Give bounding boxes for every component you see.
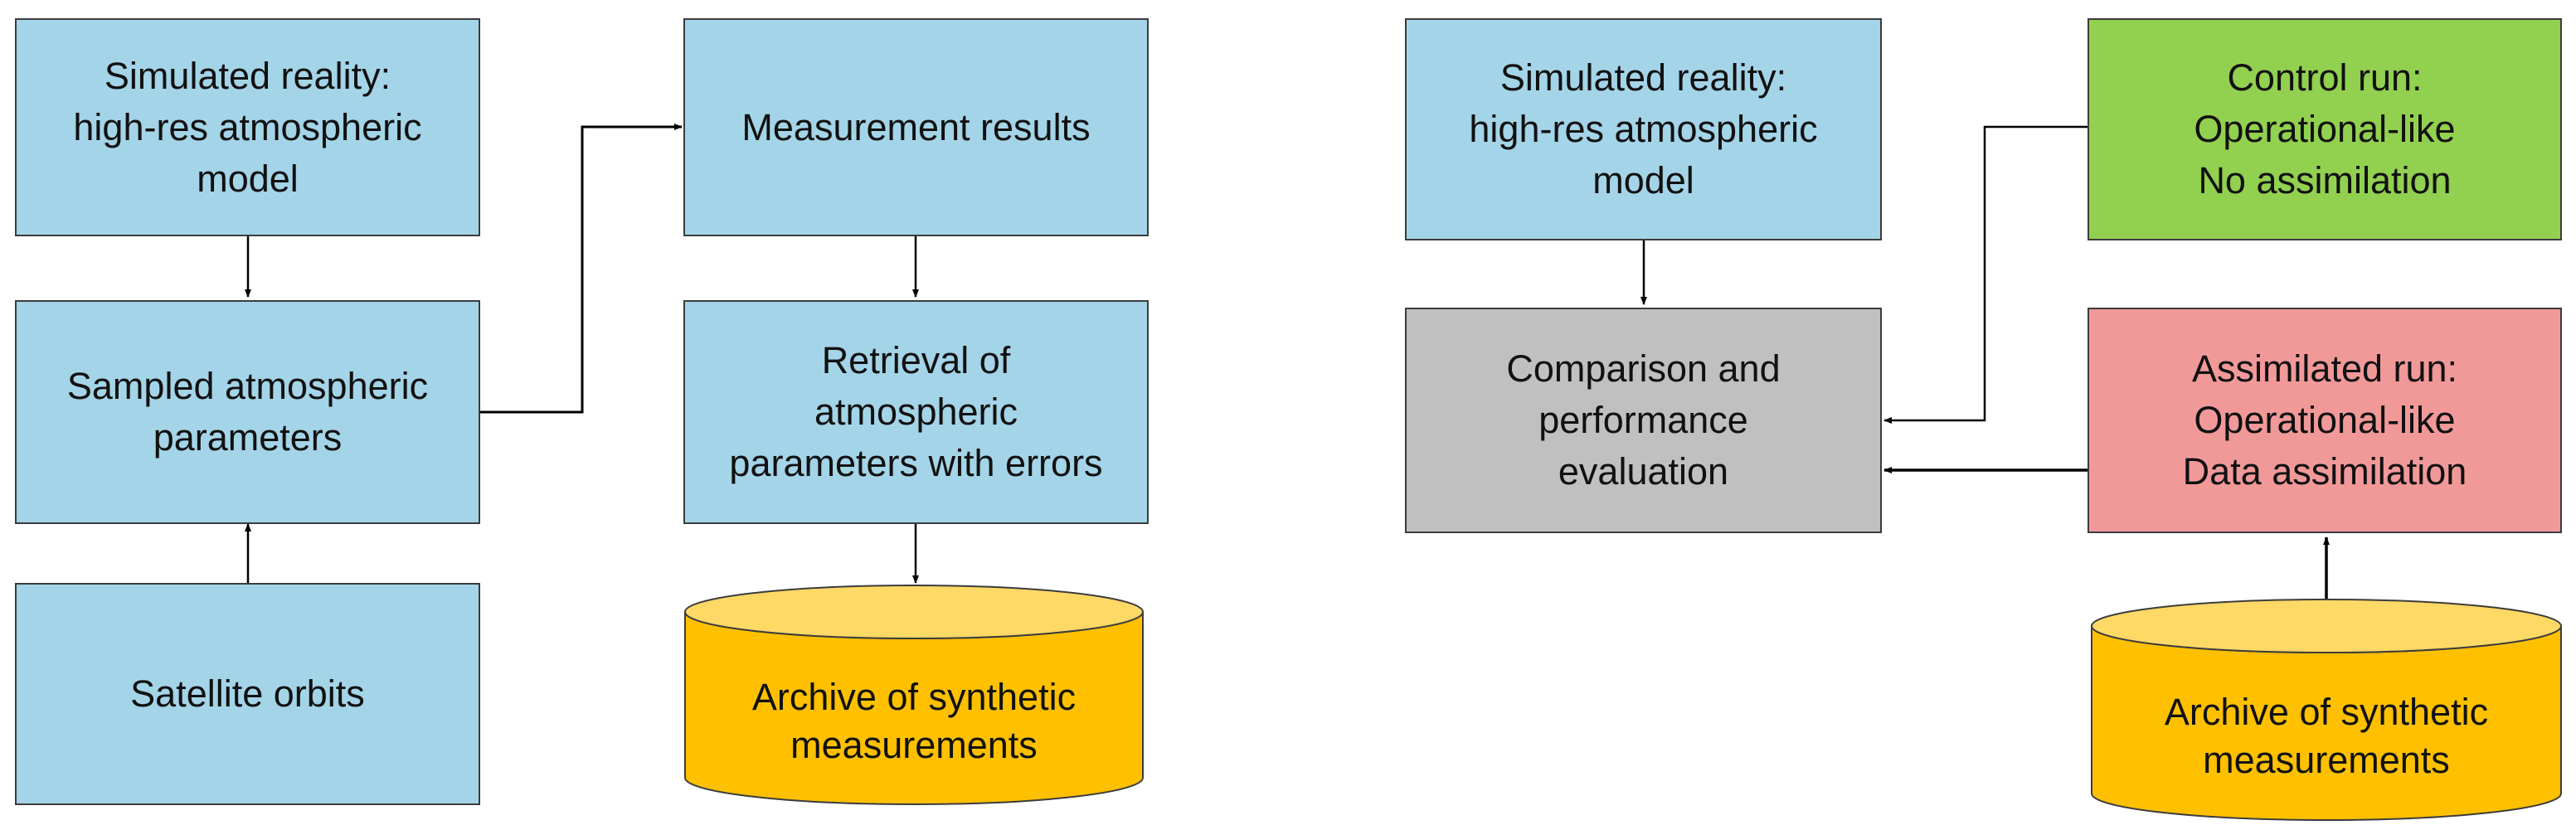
satellite-orbits-label: Satellite orbits: [130, 672, 365, 715]
box-measurement-results: Measurement results: [683, 18, 1149, 236]
assimilated-run-label: Assimilated run: Operational-like Data a…: [2182, 347, 2467, 493]
box-sampled-parameters: Sampled atmospheric parameters: [15, 300, 480, 524]
box-simulated-reality-left: Simulated reality: high-res atmospheric …: [15, 18, 480, 236]
archive-cylinder-left-top: [684, 585, 1144, 639]
measurement-results-label: Measurement results: [741, 105, 1091, 148]
archive-cylinder-right: [2091, 599, 2562, 821]
sampled-parameters-label: Sampled atmospheric parameters: [66, 365, 429, 459]
archive-cylinder-right-top: [2091, 599, 2562, 653]
box-control-run: Control run: Operational-like No assimil…: [2088, 18, 2562, 240]
box-comparison: Comparison and performance evaluation: [1405, 308, 1882, 533]
box-simulated-reality-right: Simulated reality: high-res atmospheric …: [1405, 18, 1882, 240]
archive-left-label: Archive of synthetic measurements: [751, 676, 1077, 766]
archive-right-label: Archive of synthetic measurements: [2164, 691, 2489, 781]
simulated-reality-right-label: Simulated reality: high-res atmospheric …: [1469, 56, 1818, 201]
simulated-reality-left-label: Simulated reality: high-res atmospheric …: [73, 54, 422, 200]
arrow-sampled-to-measurement: [480, 124, 683, 414]
box-satellite-orbits: Satellite orbits: [15, 583, 480, 805]
control-run-label: Control run: Operational-like No assimil…: [2194, 56, 2456, 201]
box-assimilated-run: Assimilated run: Operational-like Data a…: [2088, 308, 2562, 533]
comparison-label: Comparison and performance evaluation: [1506, 347, 1781, 493]
arrow-control-to-comparison: [1883, 125, 2088, 424]
archive-left-label-box: Archive of synthetic measurements: [685, 638, 1143, 804]
archive-right-label-box: Archive of synthetic measurements: [2092, 653, 2561, 820]
box-retrieval: Retrieval of atmospheric parameters with…: [683, 300, 1149, 524]
archive-cylinder-left: [684, 585, 1144, 805]
retrieval-label: Retrieval of atmospheric parameters with…: [729, 339, 1103, 484]
